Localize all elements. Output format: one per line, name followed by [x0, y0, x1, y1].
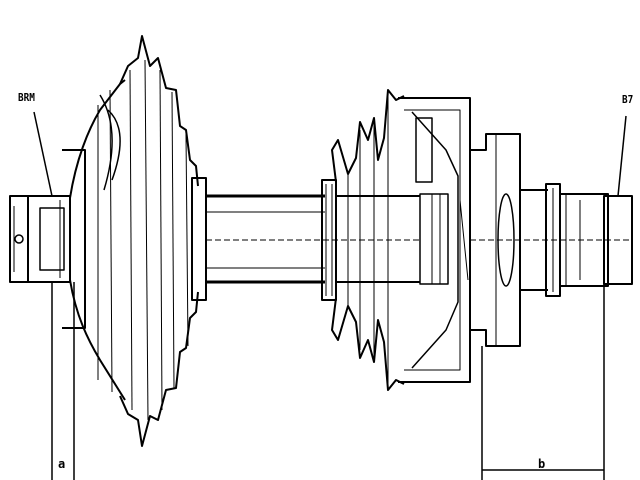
right-end-label: B7 [622, 93, 634, 106]
dimension-a [51, 282, 75, 480]
dimension-a-label: a [58, 457, 66, 471]
shaft [206, 194, 420, 284]
right-boot-bellows [331, 89, 405, 391]
left-boot-bellows [109, 35, 207, 447]
shaft-damper [321, 179, 420, 301]
left-stub [9, 195, 71, 283]
right-spline-end [470, 183, 633, 297]
right-label-leader [617, 115, 627, 197]
left-end-label: BRM [18, 91, 35, 104]
left-cv-joint-housing [62, 79, 126, 401]
left-label-leader [33, 111, 53, 197]
dimension-b-label: b [538, 457, 546, 471]
dimension-b [481, 284, 605, 480]
